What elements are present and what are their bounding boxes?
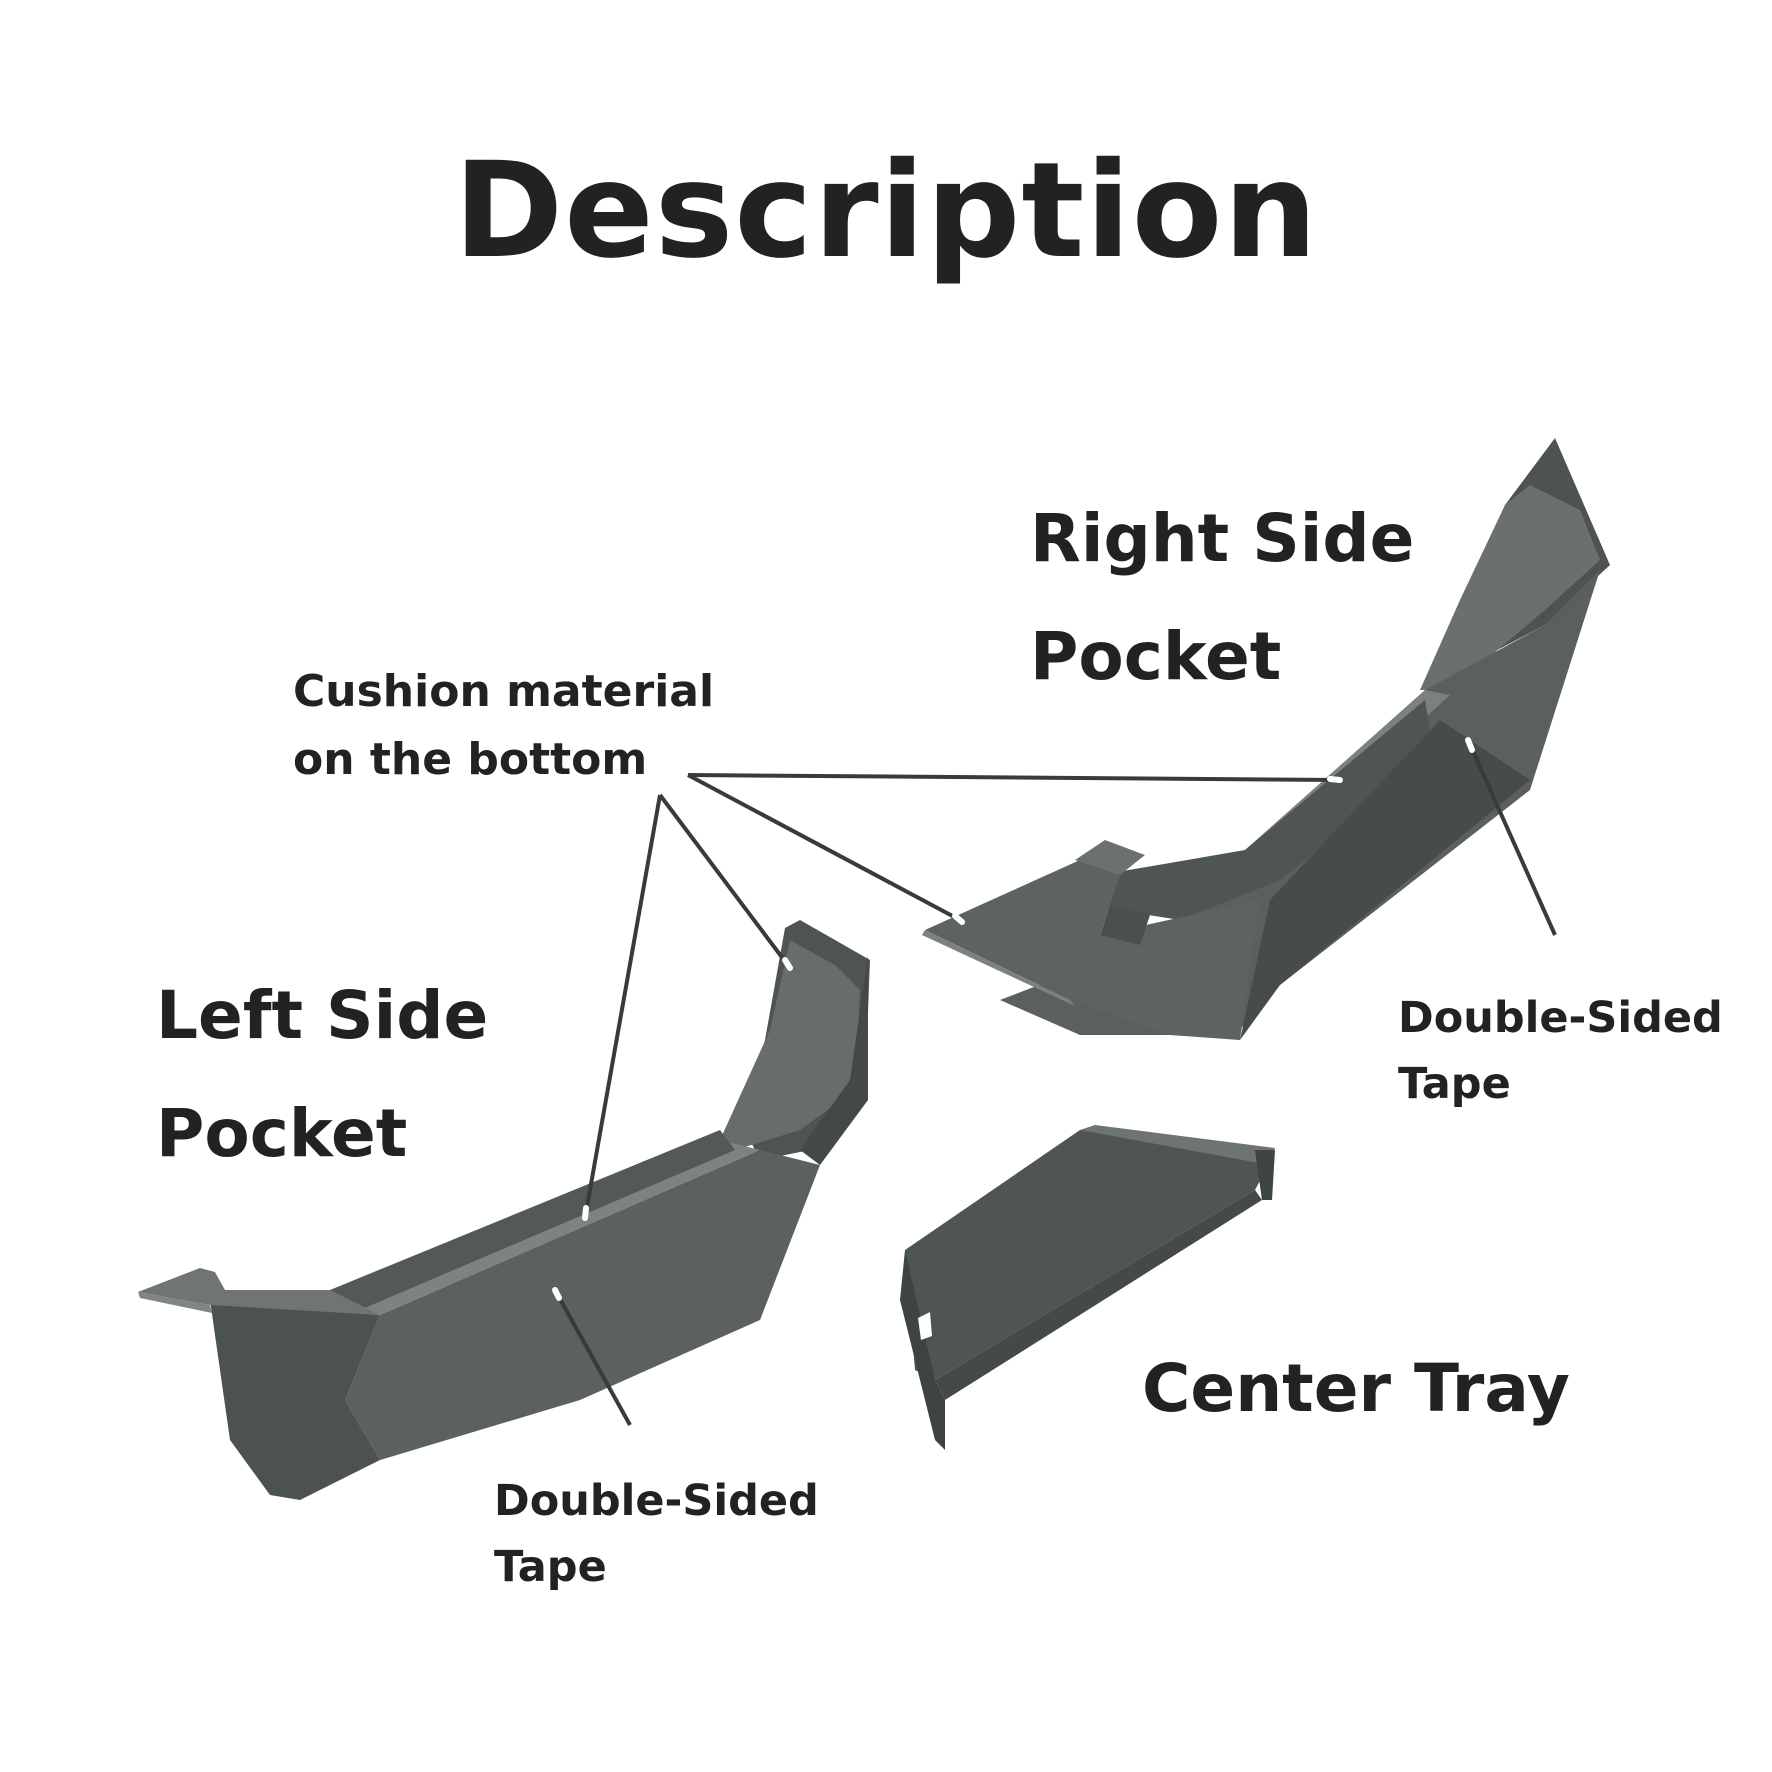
- center-tray-part: [900, 1125, 1275, 1450]
- right-side-pocket-label: Right Side Pocket: [1030, 480, 1414, 716]
- cushion-material-label-line-2: on the bottom: [293, 734, 648, 785]
- leader-cushion-right-foot: [687, 773, 961, 922]
- leader-cushion-left-floor: [583, 794, 662, 1219]
- cushion-material-label-line-1: Cushion material: [293, 666, 715, 717]
- double-sided-tape-left-label: Double-Sided Tape: [494, 1468, 819, 1600]
- left-side-pocket-part: [138, 920, 870, 1500]
- cushion-material-label: Cushion material on the bottom: [293, 658, 714, 794]
- leader-cushion-right-pocket: [687, 773, 1341, 782]
- double-sided-tape-right-label-line-1: Double-Sided: [1398, 993, 1723, 1043]
- leader-tape-left: [553, 1289, 632, 1426]
- leader-cushion-left-end: [658, 793, 792, 970]
- right-side-pocket-label-line-2: Pocket: [1030, 618, 1282, 695]
- right-side-pocket-part: [922, 438, 1610, 1040]
- double-sided-tape-left-label-line-2: Tape: [494, 1542, 607, 1592]
- center-tray-label: Center Tray: [1142, 1350, 1570, 1427]
- page-title: Description: [453, 134, 1319, 288]
- left-side-pocket-label-line-1: Left Side: [156, 977, 489, 1054]
- left-side-pocket-label: Left Side Pocket: [156, 957, 488, 1193]
- leader-lines: [553, 739, 1557, 1426]
- double-sided-tape-right-label: Double-Sided Tape: [1398, 985, 1723, 1117]
- double-sided-tape-left-label-line-1: Double-Sided: [494, 1476, 819, 1526]
- leader-tape-right: [1466, 739, 1557, 936]
- double-sided-tape-right-label-line-2: Tape: [1398, 1059, 1511, 1109]
- left-side-pocket-label-line-2: Pocket: [156, 1095, 408, 1172]
- right-side-pocket-label-line-1: Right Side: [1030, 500, 1415, 577]
- leader-tips: [552, 737, 1475, 1301]
